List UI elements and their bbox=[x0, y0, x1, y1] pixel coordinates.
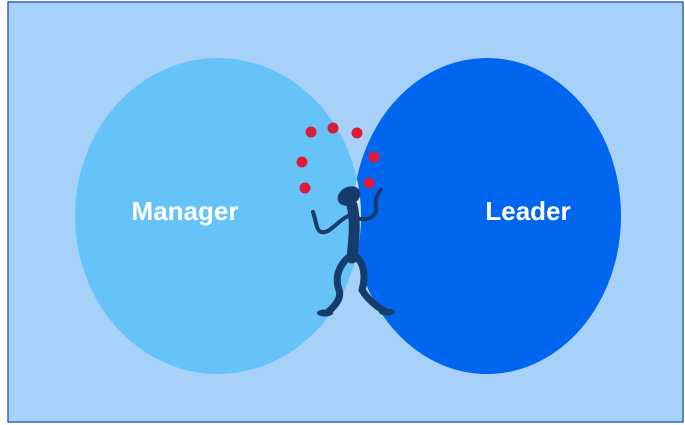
juggling-ball bbox=[368, 151, 380, 163]
juggling-ball bbox=[305, 126, 317, 138]
juggler-icon bbox=[311, 186, 395, 317]
leader-label: Leader bbox=[485, 196, 570, 226]
manager-circle bbox=[75, 58, 361, 374]
juggling-ball bbox=[296, 156, 308, 168]
juggling-ball bbox=[327, 122, 339, 134]
juggling-ball bbox=[363, 177, 375, 189]
juggling-balls bbox=[296, 122, 380, 194]
juggling-ball bbox=[299, 182, 311, 194]
juggling-ball bbox=[351, 127, 363, 139]
manager-label: Manager bbox=[132, 196, 239, 226]
leader-circle bbox=[353, 58, 621, 374]
